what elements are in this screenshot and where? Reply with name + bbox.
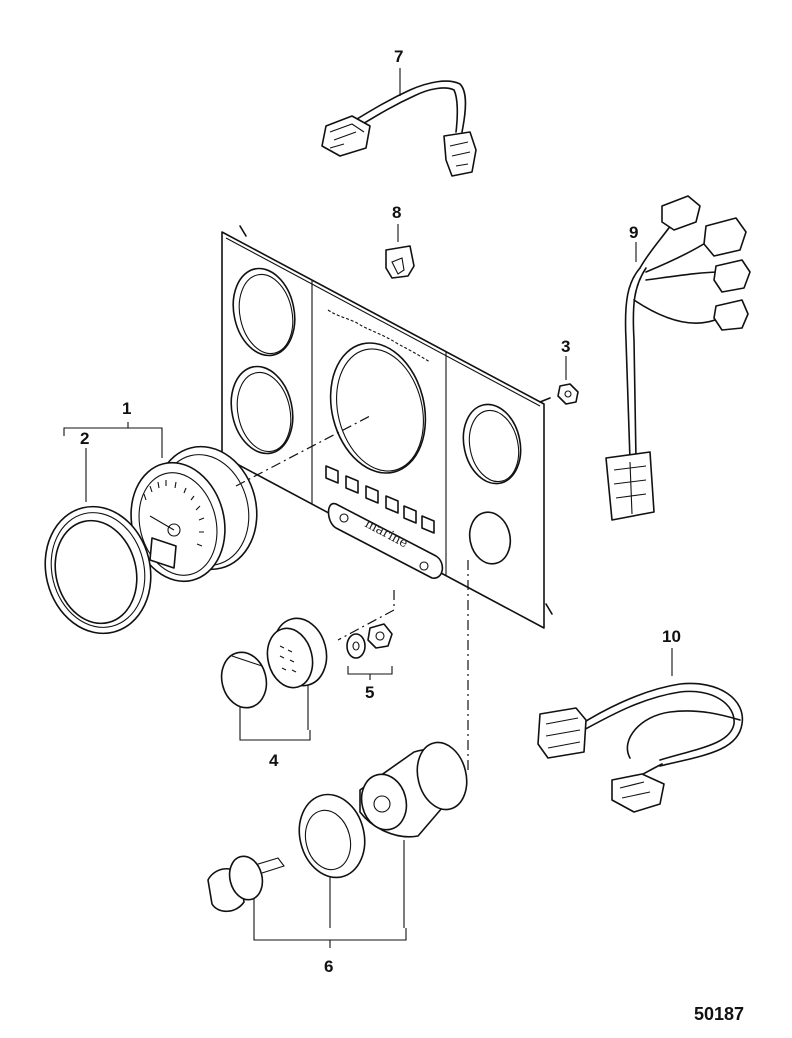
callout-7: 7 (394, 47, 403, 66)
callout-4: 4 (269, 751, 279, 770)
drawing-number: 50187 (694, 1004, 744, 1024)
callout-10: 10 (662, 627, 681, 646)
callout-1: 1 (122, 399, 131, 418)
washer-nut-5 (346, 623, 393, 680)
wiring-harness-7 (321, 68, 477, 177)
wiring-harness-10 (537, 648, 744, 813)
callout-6: 6 (324, 957, 333, 976)
callout-3: 3 (561, 337, 570, 356)
callout-2: 2 (80, 429, 89, 448)
fuse-8 (385, 224, 415, 279)
assembly-lines (235, 415, 469, 770)
callout-8: 8 (392, 203, 401, 222)
nut-3 (557, 356, 579, 405)
bezel-ring-2 (44, 448, 152, 635)
ignition-switch-6 (207, 741, 468, 948)
dash-panel (221, 225, 553, 629)
switch-4 (220, 617, 328, 741)
wiring-harness-9 (605, 195, 751, 521)
gauge-1 (63, 422, 258, 583)
callout-9: 9 (629, 223, 638, 242)
callout-5: 5 (365, 683, 374, 702)
